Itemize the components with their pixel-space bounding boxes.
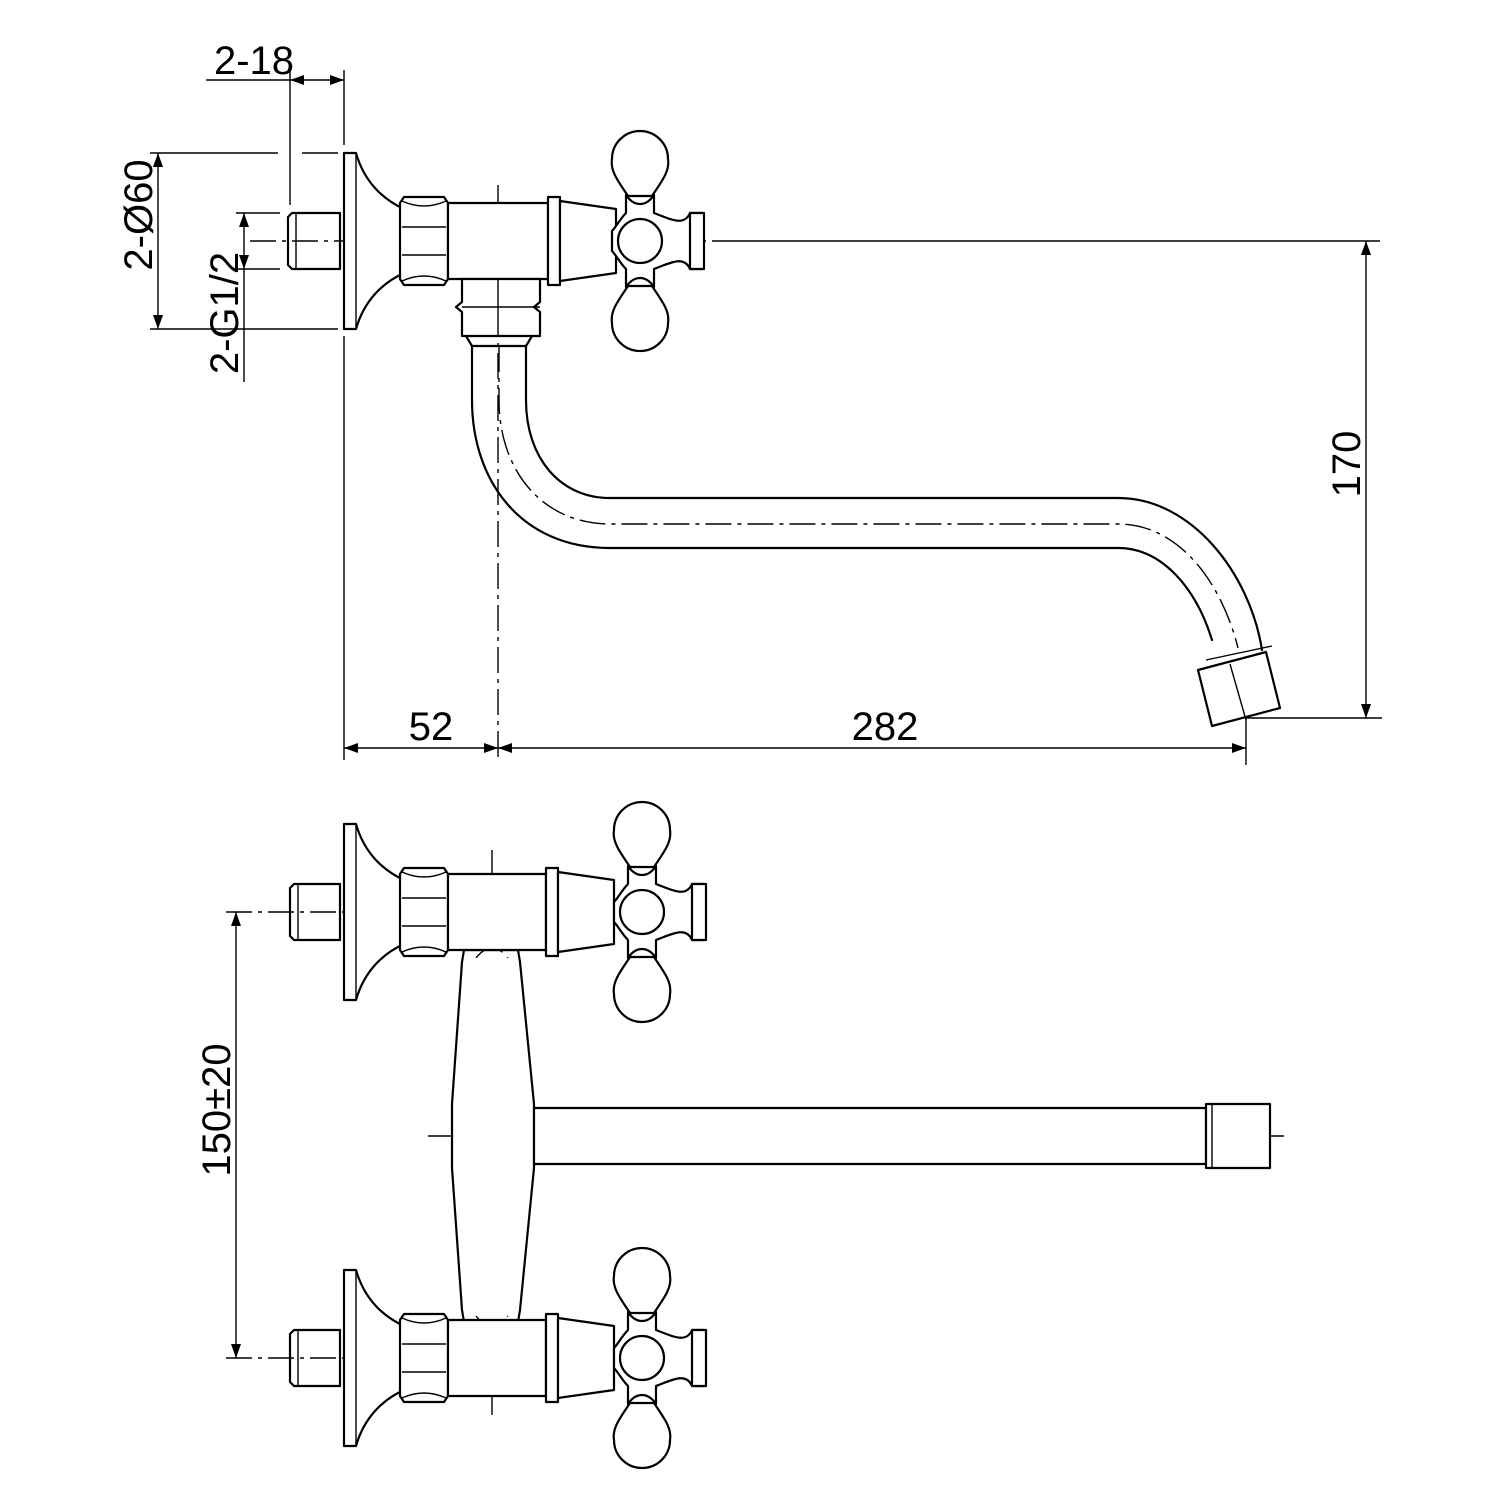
dim-thread-length: 2-18 <box>214 39 294 83</box>
dim-center-distance: 150±20 <box>195 1043 239 1176</box>
dim-wall-offset: 52 <box>409 705 454 749</box>
side-view: 2-18 2-Ø60 2-G1/2 52 282 170 <box>117 39 1382 765</box>
dim-spout-reach: 282 <box>852 705 919 749</box>
dim-spout-height: 170 <box>1325 431 1369 498</box>
dim-flange-diameter: 2-Ø60 <box>117 159 161 270</box>
plan-view: 150±20 <box>195 800 1284 1470</box>
dim-thread-size: 2-G1/2 <box>203 252 247 374</box>
